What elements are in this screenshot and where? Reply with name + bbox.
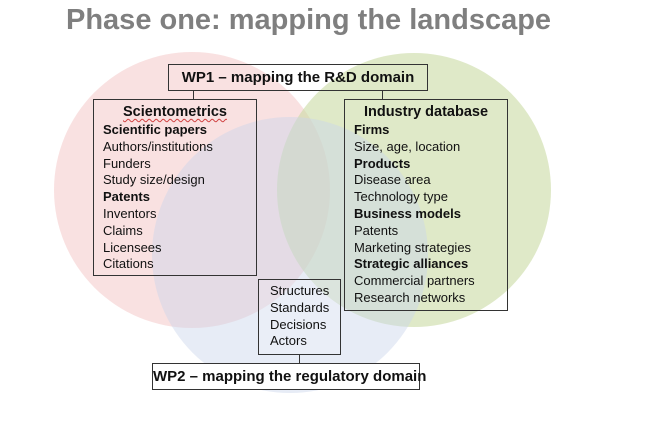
page-title: Phase one: mapping the landscape bbox=[66, 4, 552, 36]
category-heading: Business models bbox=[354, 205, 461, 221]
list-item: Patents bbox=[354, 222, 399, 238]
category-heading: Scientific papers bbox=[103, 122, 208, 137]
connector bbox=[299, 354, 300, 363]
wp2-box: WP2 – mapping the regulatory domain bbox=[152, 363, 426, 390]
wp1-box: WP1 – mapping the R&D domain bbox=[168, 64, 428, 91]
category-heading: Patents bbox=[103, 189, 150, 205]
list-item: Inventors bbox=[103, 205, 157, 221]
category-heading: Firms bbox=[354, 122, 390, 137]
list-item: Disease area bbox=[354, 172, 431, 188]
list-item: Size, age, location bbox=[354, 138, 461, 154]
list-item: Actors bbox=[270, 333, 307, 349]
industry-heading: Industry database bbox=[363, 104, 489, 120]
scientometrics-heading: Scientometrics bbox=[123, 104, 227, 120]
list-item: Research networks bbox=[354, 289, 466, 305]
list-item: Citations bbox=[103, 256, 154, 272]
list-item: Technology type bbox=[354, 189, 448, 205]
rd-circle bbox=[54, 52, 330, 328]
industry-circle bbox=[277, 53, 551, 327]
list-item: Decisions bbox=[270, 316, 327, 332]
list-item: Commercial partners bbox=[354, 273, 475, 289]
list-item: Structures bbox=[270, 283, 330, 298]
list-item: Authors/institutions bbox=[103, 138, 213, 154]
list-item: Funders bbox=[103, 155, 151, 171]
list-item: Study size/design bbox=[103, 172, 205, 188]
category-heading: Strategic alliances bbox=[354, 256, 469, 272]
list-item: Standards bbox=[270, 299, 330, 315]
list-item: Claims bbox=[103, 222, 143, 238]
list-item: Marketing strategies bbox=[354, 239, 472, 255]
connector bbox=[193, 90, 194, 99]
connector bbox=[382, 90, 383, 99]
regulatory-circle bbox=[152, 117, 428, 393]
category-heading: Products bbox=[354, 155, 411, 171]
list-item: Licensees bbox=[103, 239, 162, 255]
